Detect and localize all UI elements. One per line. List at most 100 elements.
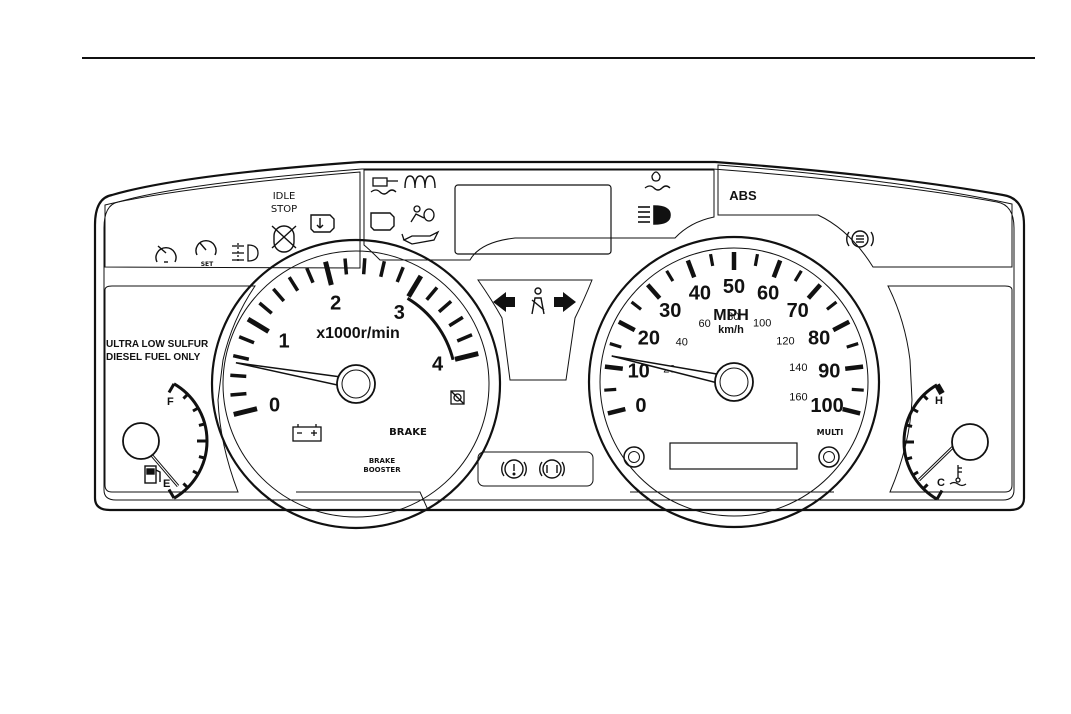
fuel-empty-label: E xyxy=(163,478,170,490)
brake-warning-icon xyxy=(502,460,527,478)
odometer-display xyxy=(670,443,797,469)
multi-label: MULTI xyxy=(817,428,844,437)
speedometer-hub xyxy=(715,363,753,401)
tachometer-tick xyxy=(307,268,313,283)
tachometer-hub xyxy=(337,365,375,403)
trip-reset-knob-right xyxy=(819,447,839,467)
tachometer-tick xyxy=(248,319,269,331)
fuel-pump-icon xyxy=(145,466,160,483)
tachometer-tick xyxy=(234,409,257,415)
brake-label: BRAKE xyxy=(389,427,427,438)
speedometer-tick xyxy=(648,285,660,298)
engine-icon xyxy=(371,213,394,230)
glow-plug-icon xyxy=(405,176,435,188)
speedometer-tick xyxy=(852,389,864,390)
tachometer-tick xyxy=(289,277,297,291)
speedometer-tick xyxy=(688,260,694,277)
speedometer-tick xyxy=(827,302,836,309)
mph-scale-label: 60 xyxy=(757,282,779,304)
tachometer-tick xyxy=(273,289,283,301)
speedometer-tick xyxy=(808,285,820,298)
tachometer-tick xyxy=(449,317,463,325)
oil-pressure-icon xyxy=(402,232,438,244)
tachometer-tick xyxy=(457,335,472,341)
speedometer-tick xyxy=(711,254,713,266)
speed-unit-kmh: km/h xyxy=(718,324,744,336)
speedometer-tick xyxy=(833,322,849,330)
speedometer-tick xyxy=(843,409,860,413)
mph-scale-label: 50 xyxy=(723,276,745,298)
kmh-scale-label: 40 xyxy=(676,337,688,349)
tachometer-tick xyxy=(326,262,332,285)
water-in-fuel-icon xyxy=(645,172,670,190)
tachometer-tick xyxy=(381,261,385,277)
cruise-set-label: SET xyxy=(201,261,214,268)
speedometer-tick xyxy=(755,254,757,266)
mph-scale-label: 80 xyxy=(808,328,830,350)
tachometer-tick xyxy=(439,301,451,311)
speedometer-tick xyxy=(774,260,780,277)
seatbelt-icon xyxy=(532,288,544,314)
fuel-full-label: F xyxy=(167,396,174,408)
speedometer-tick xyxy=(605,367,623,369)
kmh-scale-label: 160 xyxy=(789,392,807,404)
mph-scale-label: 40 xyxy=(689,282,711,304)
temperature-gauge: H C xyxy=(904,385,988,499)
speedometer-tick xyxy=(632,302,641,309)
tachometer-tick xyxy=(230,375,246,376)
brake-pad-icon xyxy=(540,460,565,478)
center-lcd-display xyxy=(455,185,611,254)
tachometer-tick xyxy=(233,356,249,360)
tachometer-unit: x1000r/min xyxy=(316,325,400,342)
tachometer-scale-label: 4 xyxy=(432,354,444,376)
abs-label: ABS xyxy=(729,188,757,203)
cluster-housing xyxy=(95,162,1024,510)
cruise-set-icon xyxy=(196,241,216,255)
speedometer-tick xyxy=(847,344,858,348)
tachometer-tick xyxy=(345,258,346,274)
fuel-note-line1: ULTRA LOW SULFUR xyxy=(106,339,209,350)
low-coolant-icon xyxy=(371,178,398,194)
fuel-gauge-hub xyxy=(123,423,159,459)
speedometer-tick xyxy=(604,389,616,390)
tachometer-lower-trim xyxy=(296,492,428,510)
right-top-panel-outline xyxy=(718,165,1012,267)
tachometer-scale-label: 1 xyxy=(278,331,289,353)
speedometer-tick xyxy=(619,322,635,330)
dpf-icon xyxy=(451,391,464,404)
temp-cold-label: C xyxy=(937,477,945,489)
tachometer-tick xyxy=(427,287,437,299)
cruise-control-icon xyxy=(156,246,176,262)
brake-booster-label-line1: BRAKE xyxy=(369,457,396,465)
tachometer-tick xyxy=(239,337,254,343)
fuel-gauge: F E xyxy=(123,384,207,498)
airbag-icon xyxy=(411,206,434,222)
tachometer-tick xyxy=(230,394,246,395)
speedometer-tick xyxy=(610,344,621,348)
tachometer-tick xyxy=(259,303,271,313)
mph-scale-label: 30 xyxy=(659,300,681,322)
kmh-scale-label: 60 xyxy=(698,318,710,330)
idle-stop-label-line2: STOP xyxy=(271,204,297,215)
turn-right-icon xyxy=(554,292,576,312)
speedometer-tick xyxy=(608,409,625,413)
mph-scale-label: 90 xyxy=(818,361,840,383)
kmh-scale-label: 100 xyxy=(753,317,771,329)
temperature-gauge-hub xyxy=(952,424,988,460)
tachometer-scale-label: 0 xyxy=(269,394,280,416)
idle-stop-label-line1: IDLE xyxy=(273,191,296,202)
tachometer-scale-label: 2 xyxy=(330,293,341,315)
battery-icon xyxy=(293,424,321,441)
mph-scale-label: 20 xyxy=(638,328,660,350)
coolant-temp-icon xyxy=(950,465,966,486)
center-mid-panel xyxy=(478,280,593,486)
speedometer-tick xyxy=(667,271,673,281)
check-engine-icon xyxy=(311,215,334,232)
fog-light-icon xyxy=(232,243,258,263)
speedometer-tick xyxy=(845,367,863,369)
tachometer-tick xyxy=(409,276,421,297)
high-beam-icon xyxy=(638,206,670,224)
